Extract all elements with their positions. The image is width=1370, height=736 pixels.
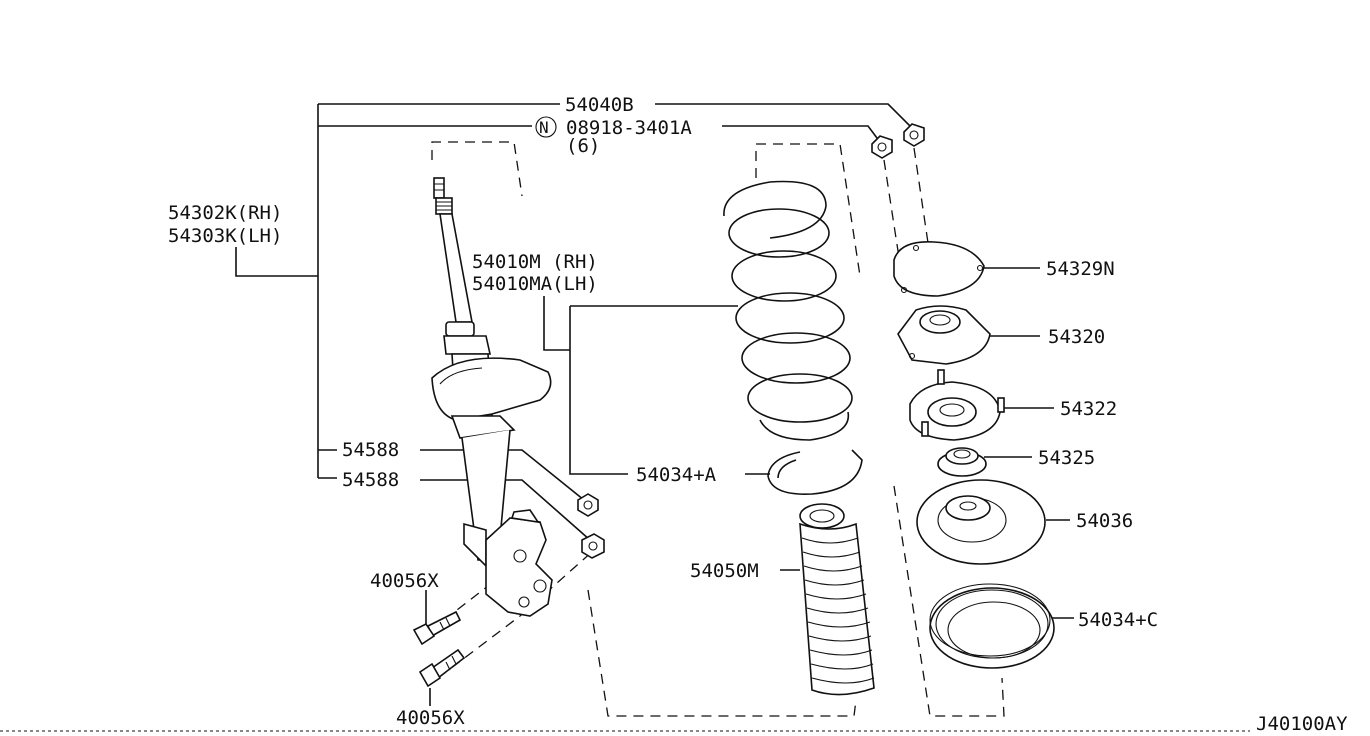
label-54329n[interactable]: 54329N (1046, 258, 1115, 280)
bearing-54325[interactable] (937, 447, 987, 477)
label-54034-c[interactable]: 54034+C (1078, 609, 1158, 631)
strut-54302k[interactable] (431, 177, 553, 617)
label-54303k-lh[interactable]: 54303K(LH) (168, 225, 282, 247)
label-54040b[interactable]: 54040B (565, 94, 634, 116)
label-54588-lower[interactable]: 54588 (342, 469, 399, 491)
leader-lines (235, 103, 1074, 706)
label-54010m-rh[interactable]: 54010M (RH) (472, 251, 598, 273)
label-54302k-rh[interactable]: 54302K(RH) (168, 202, 282, 224)
label-54010ma-lh[interactable]: 54010MA(LH) (472, 273, 598, 295)
label-40056x-lower[interactable]: 40056X (396, 707, 465, 729)
rubber-seat-54034c[interactable] (929, 583, 1055, 669)
coil-spring-54010m[interactable] (723, 180, 853, 441)
bolt-40056x-upper[interactable] (412, 610, 462, 646)
mount-plate-54329n[interactable] (893, 241, 985, 297)
label-54588-upper[interactable]: 54588 (342, 439, 399, 461)
label-n-symbol: N (539, 118, 549, 137)
diagram-code: J40100AY (1256, 713, 1348, 735)
spring-seat-54036[interactable] (916, 479, 1046, 565)
label-quantity-6: (6) (566, 135, 600, 157)
label-54050m[interactable]: 54050M (690, 560, 759, 582)
spring-seat-54034a[interactable] (767, 449, 863, 495)
label-54036[interactable]: 54036 (1076, 510, 1133, 532)
nut-08918-3401a[interactable] (871, 135, 893, 159)
label-54034-a[interactable]: 54034+A (636, 464, 717, 486)
label-54320[interactable]: 54320 (1048, 326, 1105, 348)
bolt-40056x-lower[interactable] (418, 648, 466, 688)
label-54325[interactable]: 54325 (1038, 447, 1095, 469)
label-40056x-upper[interactable]: 40056X (370, 570, 439, 592)
label-54322[interactable]: 54322 (1060, 398, 1117, 420)
strut-mount-54320[interactable] (897, 305, 991, 365)
nut-54040b[interactable] (903, 123, 925, 147)
nut-54588-upper[interactable] (577, 493, 599, 517)
bump-boot-54050m[interactable] (799, 503, 875, 696)
n-symbol-circle (535, 116, 557, 138)
mount-bracket-54322[interactable] (909, 369, 1005, 441)
label-08918-3401a[interactable]: 08918-3401A (566, 117, 692, 139)
part-labels: 54040B N 08918-3401A (6) 54302K(RH) 5430… (168, 94, 1348, 735)
nut-54588-lower[interactable] (581, 533, 605, 559)
